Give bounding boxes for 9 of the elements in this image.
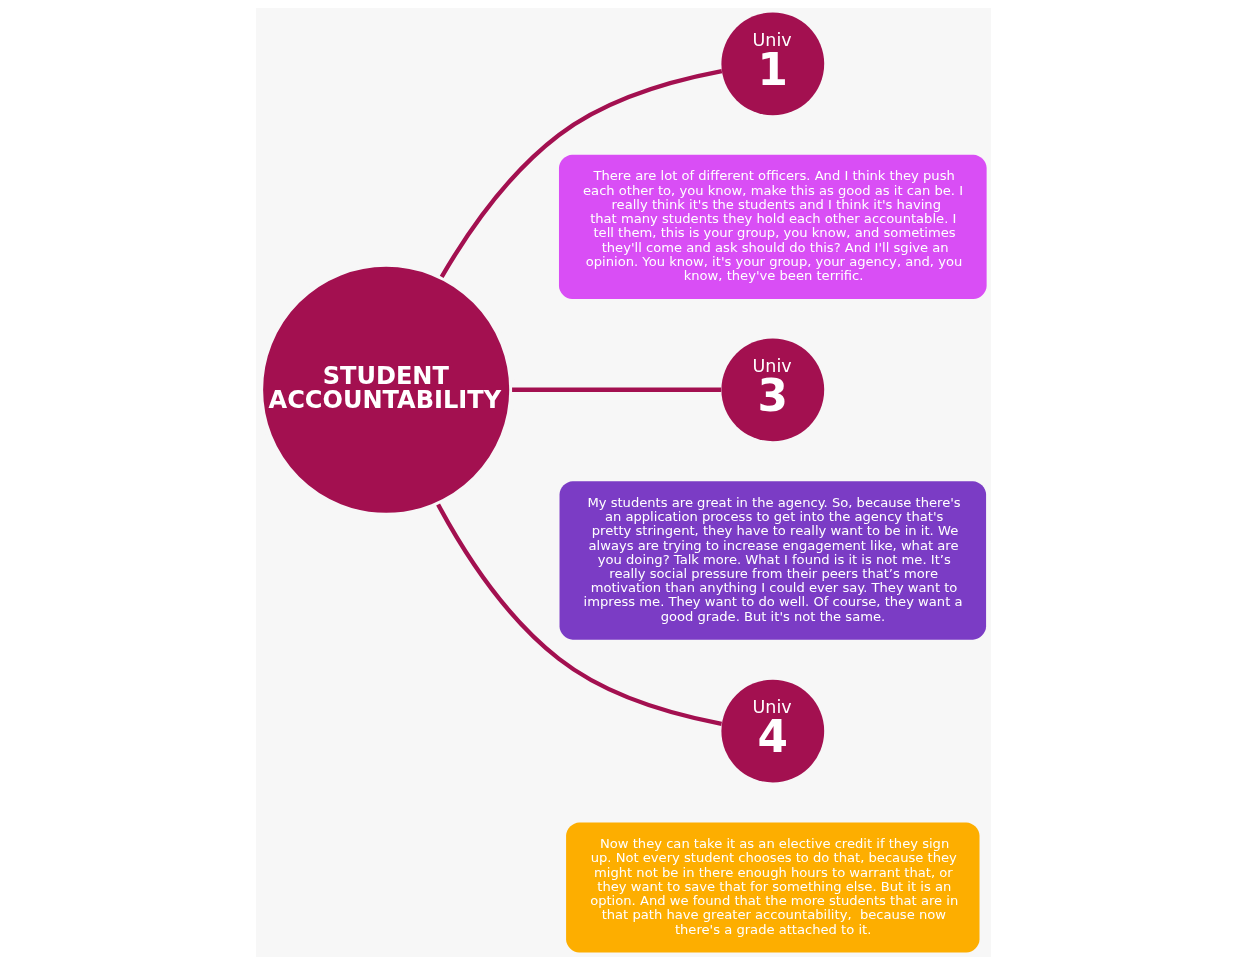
node-circle: Univ 1 xyxy=(720,12,824,116)
node-box: My students are great in the agency. So, because there's an application process to get into the agency that's pretty stringent, they have to really want to be in it. We always are trying to increase engagement like, what are you doing? Talk more. What I found is it is not me. It’s really social pressure from their peers that’s more motivation than anything I could ever say. They want to impress me. They want to do well. Of course, they want a good grade. But it's not the same. xyxy=(559,481,986,640)
node-box: Now they can take it as an elective credit if they sign up. Not every student chooses to do that, because they might not be in there enough hours to warrant that, or they want to save that for something else. But it is an option. And we found that the more students that are in that path have greater accountability, because now there's a grade attached to it. xyxy=(565,822,979,953)
node-circle: Univ 3 xyxy=(720,338,824,442)
node-circle: Univ 4 xyxy=(720,679,824,783)
connector xyxy=(435,503,722,726)
node-box: There are lot of different officers. And I think they push each other to, you know, make this as good as it can be. I really think it's the students and I think it's having that many students they hold each other accountable. I tell them, this is your group, you know, and sometimes they'll come and ask should do this? And I'll sgive an opinion. You know, it's your group, your agency, and, you know, they've been terrific. xyxy=(558,154,987,299)
connector xyxy=(439,68,722,278)
connector xyxy=(511,387,721,392)
